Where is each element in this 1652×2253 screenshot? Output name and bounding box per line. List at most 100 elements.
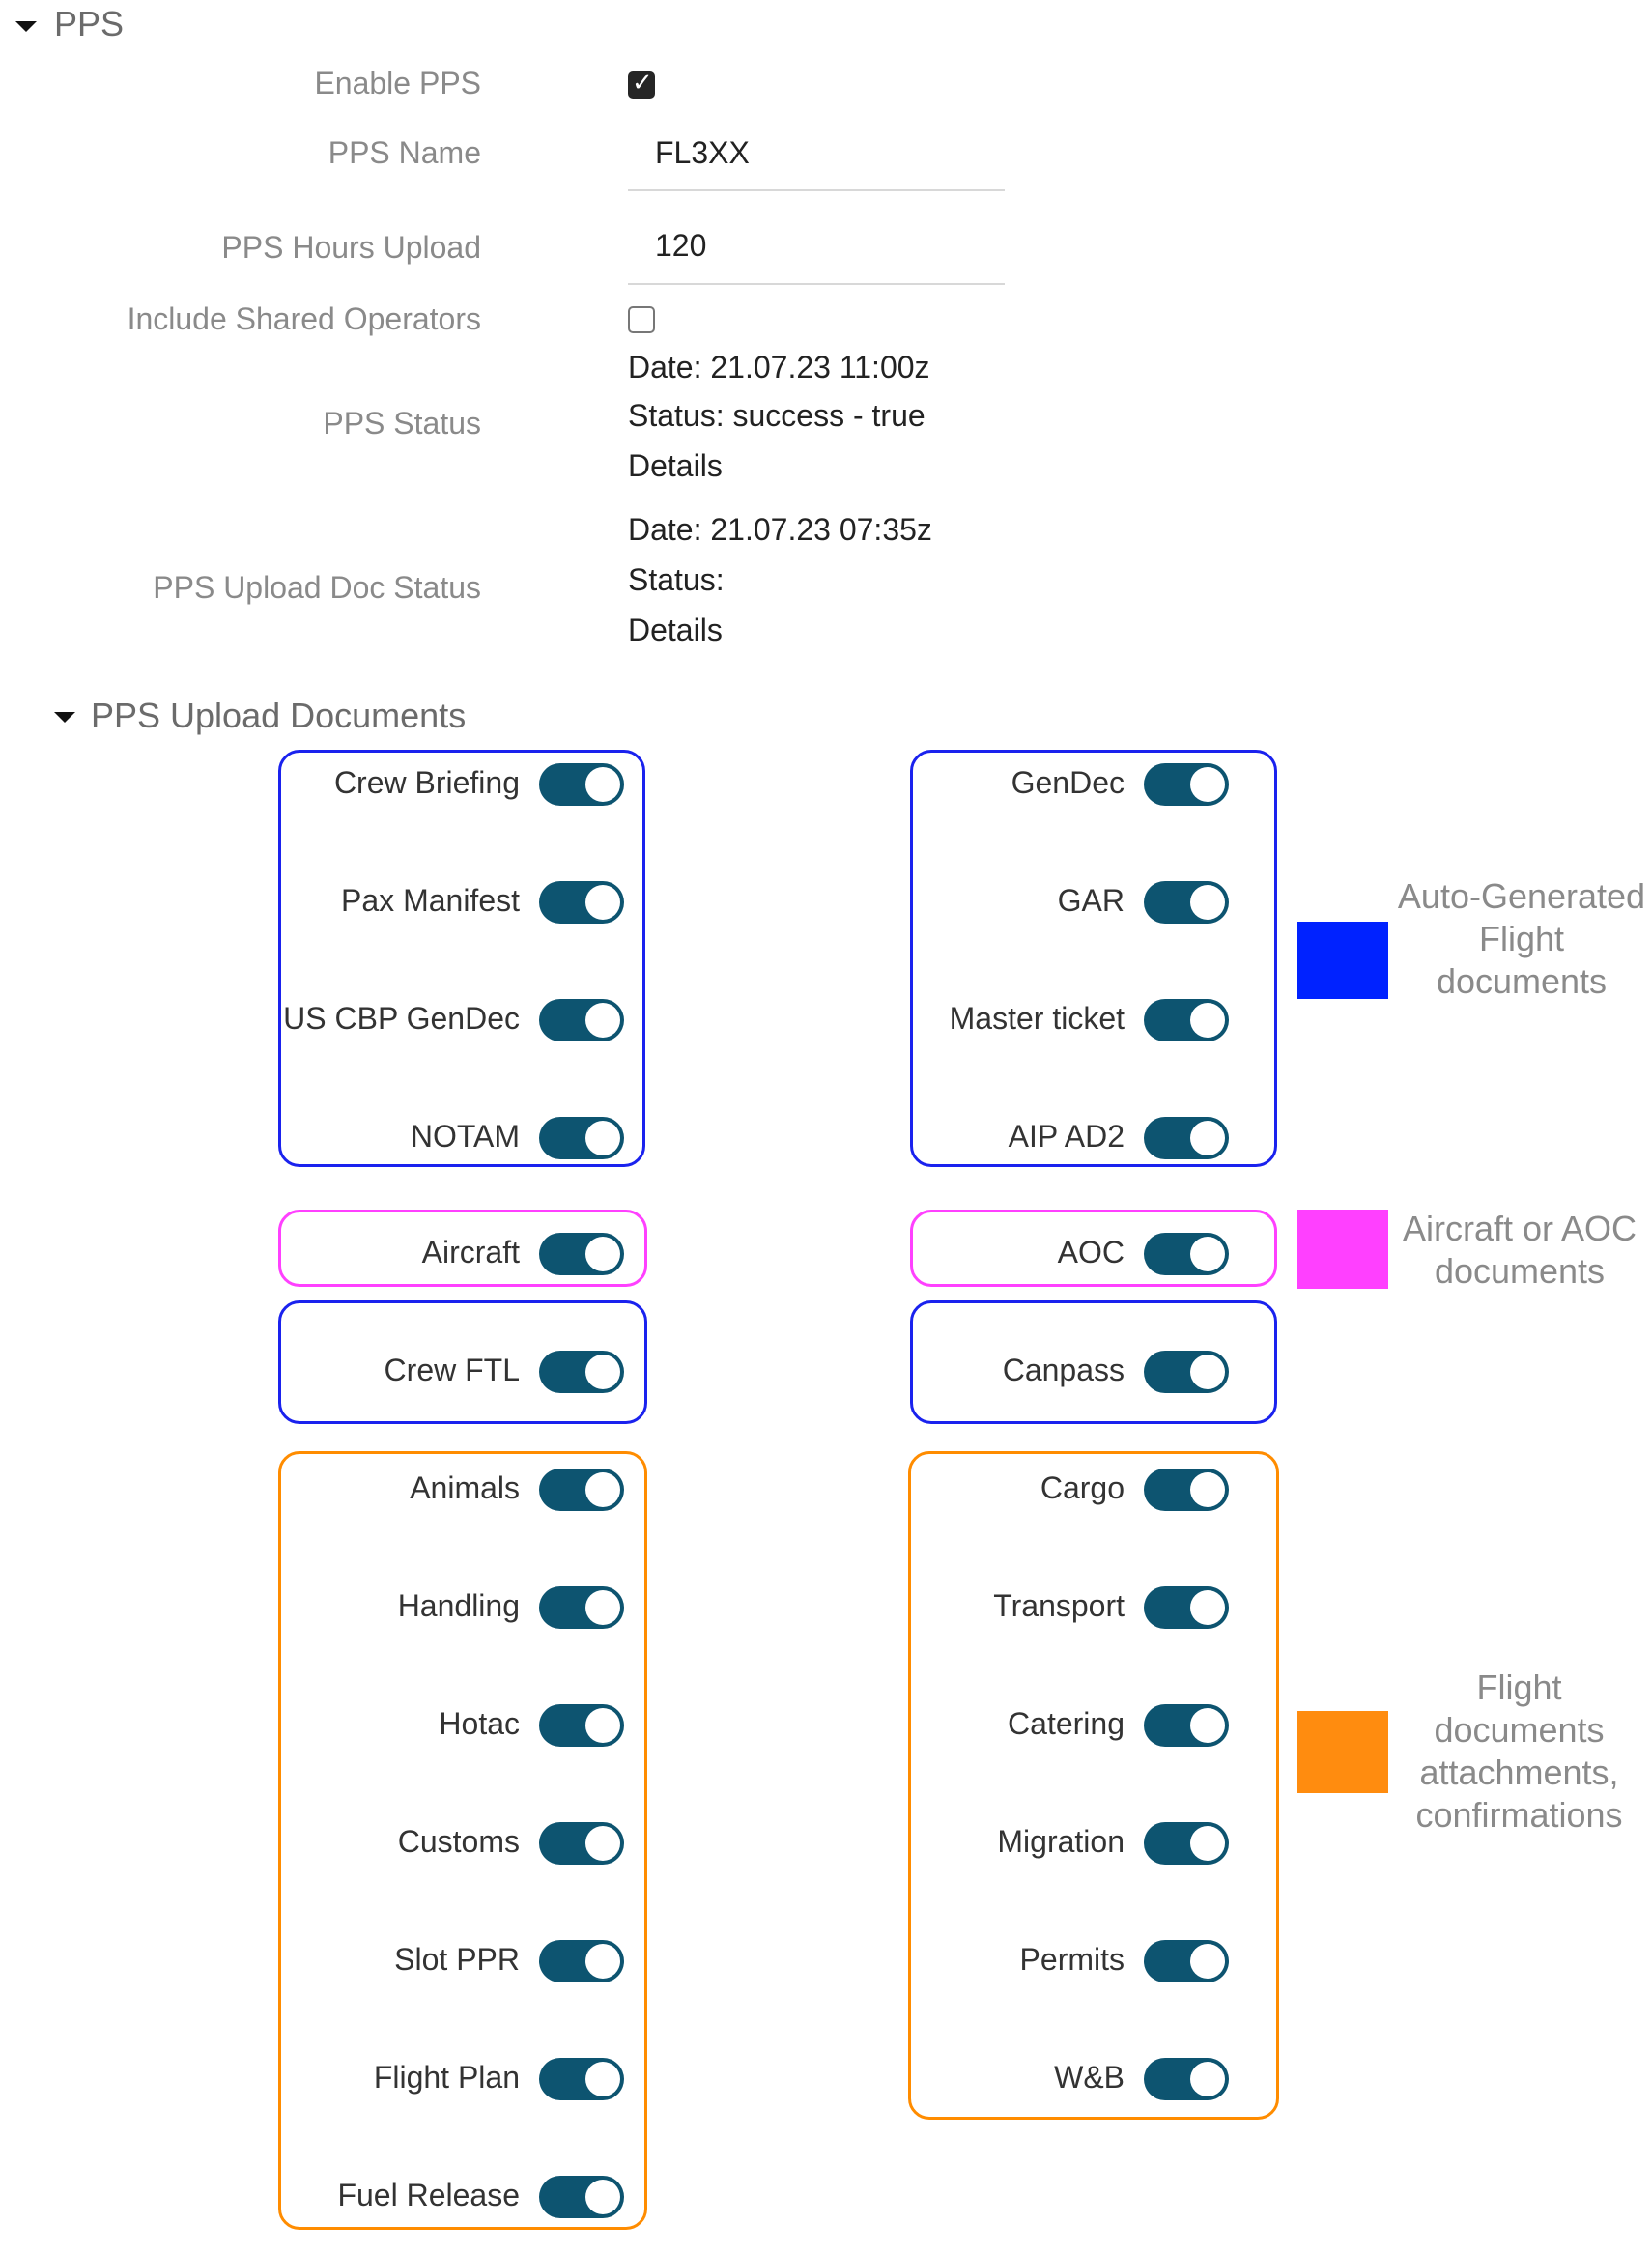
toggle-switch[interactable] — [1144, 1233, 1229, 1275]
group-left-attachments — [278, 1451, 647, 2230]
shared-operators-checkbox[interactable] — [628, 306, 655, 333]
toggle-row-notam[interactable]: NOTAM — [278, 1109, 645, 1167]
toggle-switch[interactable] — [539, 1704, 624, 1747]
toggle-label: GAR — [1057, 883, 1125, 918]
toggle-switch[interactable] — [539, 1117, 624, 1159]
pps-hours-input[interactable]: 120 — [655, 228, 707, 263]
toggle-switch[interactable] — [1144, 2058, 1229, 2100]
toggle-label: Migration — [997, 1824, 1125, 1859]
toggle-switch[interactable] — [539, 763, 624, 806]
legend-swatch-auto — [1297, 922, 1388, 999]
toggle-label: Customs — [397, 1824, 520, 1859]
toggle-row-crew-ftl[interactable]: Crew FTL — [278, 1343, 645, 1401]
toggle-label: W&B — [1054, 2060, 1125, 2095]
toggle-label: Crew FTL — [384, 1353, 520, 1387]
toggle-row-flight-plan[interactable]: Flight Plan — [278, 2050, 645, 2108]
toggle-switch[interactable] — [539, 1351, 624, 1393]
toggle-label: Animals — [410, 1470, 520, 1505]
toggle-label: Permits — [1019, 1942, 1125, 1977]
toggle-label: Fuel Release — [337, 2178, 520, 2212]
toggle-row-aip-ad2[interactable]: AIP AD2 — [910, 1109, 1277, 1167]
group-left-crew — [278, 1300, 647, 1424]
group-right-attachments — [908, 1451, 1279, 2120]
pps-section-title[interactable]: PPS — [54, 4, 125, 43]
toggle-label: Cargo — [1040, 1470, 1125, 1505]
toggle-switch[interactable] — [539, 1469, 624, 1511]
toggle-row-aoc[interactable]: AOC — [910, 1225, 1277, 1283]
toggle-switch[interactable] — [539, 1233, 624, 1275]
pps-name-input[interactable]: FL3XX — [655, 135, 750, 170]
toggle-switch[interactable] — [1144, 1940, 1229, 1982]
toggle-label: Flight Plan — [373, 2060, 520, 2095]
upload-docs-title[interactable]: PPS Upload Documents — [91, 696, 467, 735]
legend-swatch-aoc — [1297, 1210, 1388, 1289]
toggle-label: Master ticket — [949, 1001, 1125, 1036]
group-left-auto — [278, 750, 645, 1167]
toggle-label: Crew Briefing — [333, 765, 520, 800]
group-left-aircraft — [278, 1210, 647, 1287]
toggle-switch[interactable] — [539, 1822, 624, 1865]
upload-doc-date: Date: 21.07.23 07:35z — [628, 512, 932, 547]
toggle-label: Handling — [397, 1588, 520, 1623]
toggle-row-pax-manifest[interactable]: Pax Manifest — [278, 873, 645, 931]
toggle-switch[interactable] — [1144, 1117, 1229, 1159]
toggle-row-aircraft[interactable]: Aircraft — [278, 1225, 645, 1283]
toggle-row-customs[interactable]: Customs — [278, 1814, 645, 1872]
toggle-label: Catering — [1008, 1706, 1125, 1741]
toggle-switch[interactable] — [539, 1940, 624, 1982]
upload-doc-status-text: Status: — [628, 562, 725, 597]
toggle-label: Canpass — [1002, 1353, 1125, 1387]
group-right-aoc — [910, 1210, 1277, 1287]
toggle-switch[interactable] — [1144, 1704, 1229, 1747]
toggle-row-cargo[interactable]: Cargo — [910, 1461, 1277, 1519]
toggle-row-animals[interactable]: Animals — [278, 1461, 645, 1519]
toggle-row-handling[interactable]: Handling — [278, 1579, 645, 1637]
toggle-switch[interactable] — [1144, 1822, 1229, 1865]
pps-name-underline — [628, 189, 1005, 191]
toggle-switch[interactable] — [539, 999, 624, 1041]
pps-status-text: Status: success - true — [628, 398, 926, 433]
toggle-row-master-ticket[interactable]: Master ticket — [910, 991, 1277, 1049]
pps-name-label: PPS Name — [328, 135, 481, 170]
toggle-switch[interactable] — [539, 881, 624, 924]
toggle-switch[interactable] — [539, 2176, 624, 2218]
toggle-row-fuel-release[interactable]: Fuel Release — [278, 2168, 645, 2226]
toggle-label: AIP AD2 — [1008, 1119, 1125, 1154]
upload-docs-caret-icon[interactable] — [54, 712, 75, 723]
upload-doc-details-link[interactable]: Details — [628, 613, 723, 647]
toggle-row-crew-briefing[interactable]: Crew Briefing — [278, 756, 645, 813]
toggle-switch[interactable] — [539, 2058, 624, 2100]
toggle-switch[interactable] — [1144, 999, 1229, 1041]
group-right-canpass — [910, 1300, 1277, 1424]
toggle-row-gar[interactable]: GAR — [910, 873, 1277, 931]
toggle-row-transport[interactable]: Transport — [910, 1579, 1277, 1637]
toggle-row-slot-ppr[interactable]: Slot PPR — [278, 1932, 645, 1990]
toggle-switch[interactable] — [1144, 881, 1229, 924]
toggle-row-migration[interactable]: Migration — [910, 1814, 1277, 1872]
pps-status-label: PPS Status — [323, 406, 481, 441]
pps-hours-label: PPS Hours Upload — [221, 230, 481, 265]
toggle-row-permits[interactable]: Permits — [910, 1932, 1277, 1990]
toggle-switch[interactable] — [1144, 1351, 1229, 1393]
toggle-row-catering[interactable]: Catering — [910, 1697, 1277, 1754]
toggle-row-gendec[interactable]: GenDec — [910, 756, 1277, 813]
toggle-row-us-cbp-gendec[interactable]: US CBP GenDec — [278, 991, 645, 1049]
pps-hours-underline — [628, 283, 1005, 285]
pps-status-date: Date: 21.07.23 11:00z — [628, 350, 930, 385]
pps-status-details-link[interactable]: Details — [628, 448, 723, 483]
toggle-label: US CBP GenDec — [283, 1001, 520, 1036]
toggle-row-hotac[interactable]: Hotac — [278, 1697, 645, 1754]
toggle-switch[interactable] — [1144, 763, 1229, 806]
toggle-switch[interactable] — [539, 1586, 624, 1629]
toggle-row-wb[interactable]: W&B — [910, 2050, 1277, 2108]
enable-pps-checkbox[interactable]: ✓ — [628, 68, 655, 99]
legend-text-attachments: Flight documents attachments, confirmati… — [1415, 1668, 1623, 1835]
toggle-row-canpass[interactable]: Canpass — [910, 1343, 1277, 1401]
legend-text-auto: Auto-Generated Flight documents — [1397, 876, 1646, 1001]
toggle-label: Aircraft — [421, 1235, 520, 1269]
collapse-caret-icon[interactable] — [15, 21, 37, 32]
toggle-label: Transport — [993, 1588, 1125, 1623]
toggle-switch[interactable] — [1144, 1586, 1229, 1629]
toggle-switch[interactable] — [1144, 1469, 1229, 1511]
check-icon: ✓ — [632, 68, 653, 97]
